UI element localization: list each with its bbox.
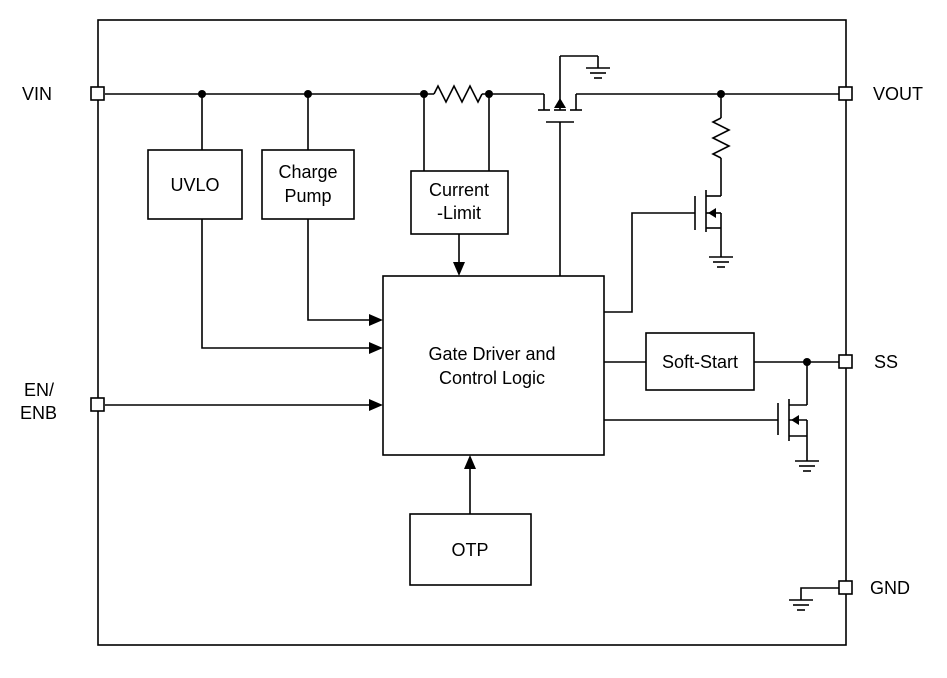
uvlo-block xyxy=(147,149,243,220)
arrow-head xyxy=(369,314,383,326)
arrow-head xyxy=(464,455,476,469)
current-limit-label: Current xyxy=(429,180,489,200)
soft-start-label: Soft-Start xyxy=(662,352,738,372)
en-pin-label: EN/ xyxy=(24,380,54,400)
arrow-head xyxy=(369,399,383,411)
ss-discharge-mosfet xyxy=(777,399,819,472)
discharge-gate-wire xyxy=(604,212,695,313)
vout-pin xyxy=(838,86,853,101)
en-pin xyxy=(90,397,105,412)
charge-pump-block xyxy=(261,149,355,220)
gate-driver-block xyxy=(382,275,605,456)
vin-pin xyxy=(90,86,105,101)
charge-pump-output-wire xyxy=(307,219,372,321)
vout-pin-label: VOUT xyxy=(873,84,923,104)
gnd-pin xyxy=(838,580,853,595)
charge-pump-label: Charge xyxy=(278,162,337,182)
discharge-resistor xyxy=(711,117,731,159)
arrow-head xyxy=(453,262,465,276)
sense-resistor xyxy=(433,84,483,104)
uvlo-output-wire xyxy=(201,219,372,349)
gate-driver-label: Control Logic xyxy=(439,368,545,388)
ss-pin-label: SS xyxy=(874,352,898,372)
current-limit-label: -Limit xyxy=(437,203,481,223)
pass-mosfet xyxy=(538,55,840,276)
gnd-wire xyxy=(800,587,840,600)
gnd-pin-label: GND xyxy=(870,578,910,598)
otp-label: OTP xyxy=(451,540,488,560)
chip-boundary xyxy=(97,19,847,646)
vin-pin-label: VIN xyxy=(22,84,52,104)
charge-pump-label: Pump xyxy=(284,186,331,206)
current-limit-block xyxy=(410,170,509,235)
arrow-head xyxy=(369,342,383,354)
discharge-mosfet xyxy=(694,190,733,268)
gate-driver-label: Gate Driver and xyxy=(428,344,555,364)
en-pin-label: ENB xyxy=(20,403,57,423)
ss-pin xyxy=(838,354,853,369)
uvlo-label: UVLO xyxy=(170,175,219,195)
soft-start-block xyxy=(645,332,755,391)
